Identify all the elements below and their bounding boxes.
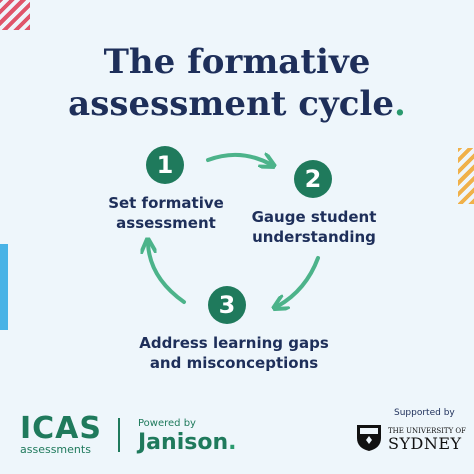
- title-line-2: assessment cycle.: [68, 84, 406, 124]
- university-crest-icon: [357, 425, 381, 451]
- decorative-stripes-right: [458, 148, 474, 204]
- decorative-blue-bar: [0, 244, 8, 330]
- powered-by-label: Powered by: [138, 418, 196, 429]
- arrow-2-to-3: [278, 256, 320, 306]
- decorative-stripes-top-left: [0, 0, 30, 30]
- step-3-label: Address learning gaps and misconceptions: [118, 333, 350, 373]
- icas-subtitle: assessments: [20, 443, 91, 456]
- step-1-label: Set formative assessment: [98, 193, 234, 233]
- step-2-label: Gauge student understanding: [248, 207, 380, 247]
- step-3-line-2: and misconceptions: [149, 354, 319, 372]
- step-1-line-1: Set formative: [108, 194, 224, 212]
- step-3-badge: 3: [208, 286, 246, 324]
- title-dot: .: [393, 84, 406, 124]
- step-3-line-1: Address learning gaps: [139, 334, 329, 352]
- step-2-line-1: Gauge student: [251, 208, 377, 226]
- university-of-label: THE UNIVERSITY OF: [388, 427, 467, 435]
- step-2-line-2: understanding: [252, 228, 376, 246]
- janison-wordmark: Janison.: [138, 430, 237, 455]
- arrow-1-to-2: [206, 155, 270, 164]
- step-2-badge: 2: [294, 160, 332, 198]
- sydney-label: SYDNEY: [388, 434, 462, 453]
- janison-dot: .: [228, 430, 237, 455]
- supported-by-label: Supported by: [394, 408, 455, 418]
- step-1-line-2: assessment: [116, 214, 216, 232]
- title-line-1: The formative: [103, 42, 371, 82]
- icas-logo: ICAS assessments: [20, 414, 102, 456]
- icas-wordmark: ICAS: [20, 411, 103, 446]
- arrow-3-to-1: [148, 244, 186, 304]
- step-1-badge: 1: [146, 146, 184, 184]
- footer-divider: [118, 418, 120, 452]
- janison-logo: Powered by Janison.: [138, 418, 236, 456]
